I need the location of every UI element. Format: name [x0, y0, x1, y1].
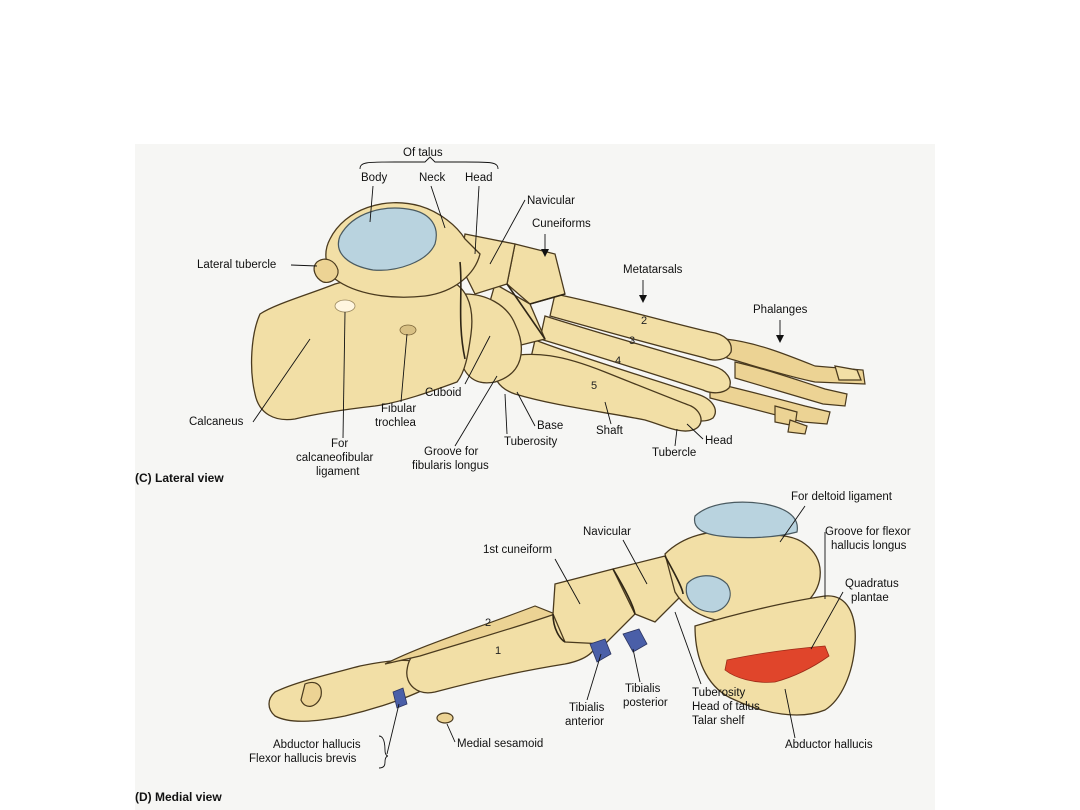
label-shaft: Shaft [596, 425, 624, 437]
label-tibialis-anterior-2: anterior [565, 716, 604, 728]
label-head-metatarsal: Head [705, 435, 733, 447]
label-cuneiforms: Cuneiforms [532, 218, 591, 230]
lateral-talus [313, 202, 481, 298]
tibialis-posterior-attachment [622, 628, 648, 653]
label-for-cf-3: ligament [316, 466, 360, 478]
label-tubercle: Tubercle [652, 447, 696, 459]
caption-lateral-view: (C) Lateral view [135, 471, 224, 485]
lateral-labels: Of talus Body Neck Head Navicular Cuneif… [189, 147, 808, 478]
label-navicular-medial: Navicular [583, 526, 631, 538]
medial-labels: For deltoid ligament Navicular Groove fo… [249, 491, 911, 769]
label-fibular-trochlea-2: trochlea [375, 417, 417, 429]
label-tibialis-posterior-1: Tibialis [625, 683, 661, 695]
label-groove-fl-2: fibularis longus [412, 460, 489, 472]
lateral-view-drawing [250, 202, 866, 435]
label-flexor-hallucis-brevis: Flexor hallucis brevis [249, 753, 357, 765]
label-abductor-hallucis-left: Abductor hallucis [273, 739, 361, 751]
fibular-trochlea-mark [399, 324, 417, 336]
caption-medial-view: (D) Medial view [135, 790, 222, 804]
metatarsal-number: 1 [495, 645, 501, 657]
label-quadratus-2: plantae [851, 592, 889, 604]
foot-bones-diagram: 2 3 4 5 Of talus Body Neck Head Navicula… [135, 147, 911, 804]
label-cuboid: Cuboid [425, 387, 461, 399]
label-calcaneus: Calcaneus [189, 416, 244, 428]
label-tuberosity-medial: Tuberosity [692, 687, 746, 699]
medial-view-drawing [268, 501, 856, 724]
foot-bones-figure: 2 3 4 5 Of talus Body Neck Head Navicula… [135, 144, 935, 810]
label-of-talus: Of talus [403, 147, 443, 159]
label-talar-shelf: Talar shelf [692, 715, 745, 727]
abductor-hallucis-attachment [392, 687, 408, 709]
label-base: Base [537, 420, 563, 432]
label-fibular-trochlea-1: Fibular [381, 403, 416, 415]
quadratus-plantae-attachment [724, 645, 830, 683]
lateral-metatarsal-numbers: 2 3 4 5 [591, 315, 647, 392]
label-groove-fhl-2: hallucis longus [831, 540, 907, 552]
label-tibialis-anterior-1: Tibialis [569, 702, 605, 714]
label-tuberosity: Tuberosity [504, 436, 558, 448]
label-quadratus-1: Quadratus [845, 578, 899, 590]
metatarsal-number: 2 [641, 315, 647, 327]
label-first-cuneiform: 1st cuneiform [483, 544, 552, 556]
label-lateral-tubercle: Lateral tubercle [197, 259, 276, 271]
label-groove-fl-1: Groove for [424, 446, 478, 458]
label-head-of-talus: Head of talus [692, 701, 760, 713]
calcaneofibular-facet [334, 299, 356, 313]
label-phalanges: Phalanges [753, 304, 808, 316]
medial-sesamoid [436, 712, 454, 724]
lateral-metatarsals [492, 293, 732, 432]
metatarsal-number: 5 [591, 380, 597, 392]
label-groove-fhl-1: Groove for flexor [825, 526, 911, 538]
label-neck: Neck [419, 172, 445, 184]
label-body: Body [361, 172, 387, 184]
label-tibialis-posterior-2: posterior [623, 697, 668, 709]
label-for-cf-1: For [331, 438, 348, 450]
label-metatarsals: Metatarsals [623, 264, 683, 276]
label-medial-sesamoid: Medial sesamoid [457, 738, 543, 750]
label-navicular: Navicular [527, 195, 575, 207]
medial-navicular [612, 555, 684, 623]
lateral-tarsals [456, 233, 566, 384]
label-abductor-hallucis-right: Abductor hallucis [785, 739, 873, 751]
metatarsal-number: 3 [629, 335, 635, 347]
label-deltoid: For deltoid ligament [791, 491, 893, 503]
label-for-cf-2: calcaneofibular [296, 452, 374, 464]
metatarsal-number: 2 [485, 617, 491, 629]
label-head: Head [465, 172, 493, 184]
lateral-phalanges [709, 338, 866, 435]
metatarsal-number: 4 [615, 355, 621, 367]
tibialis-anterior-attachment [589, 638, 612, 663]
